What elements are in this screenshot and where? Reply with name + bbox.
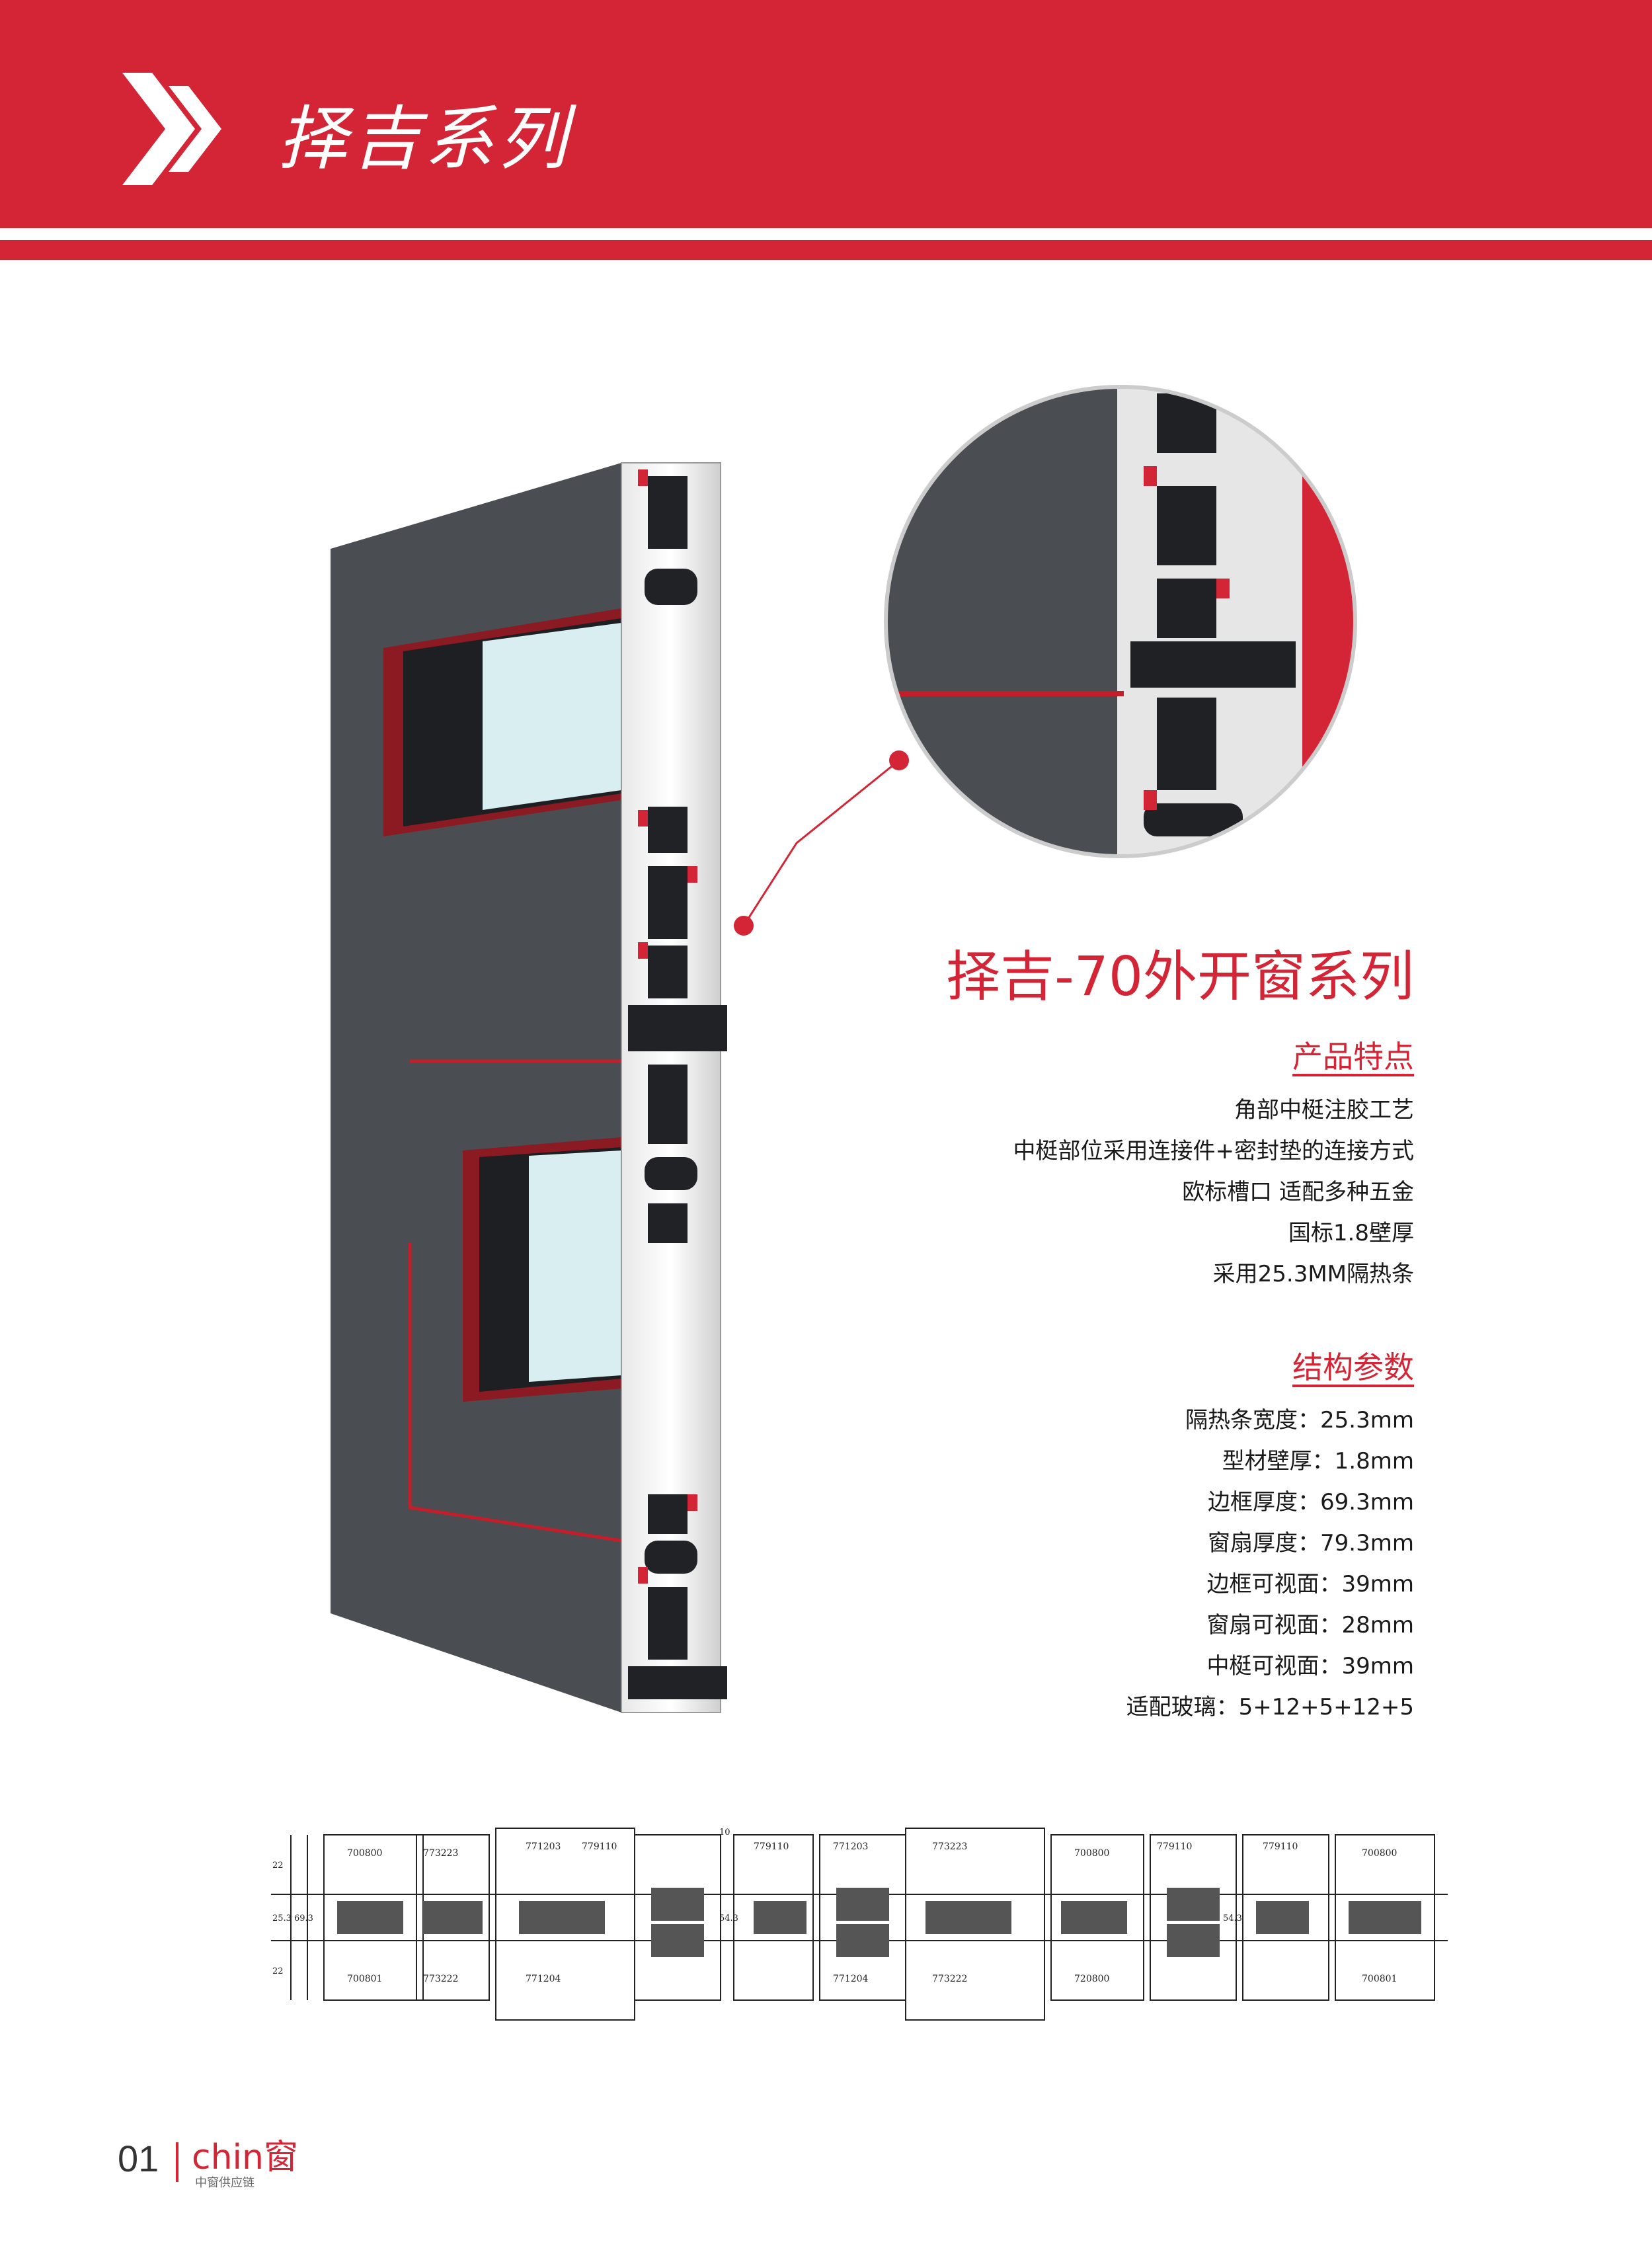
dimension-label: 22 [272,1966,284,1976]
features-list: 角部中梃注胶工艺 中梃部位采用连接件+密封垫的连接方式 欧标槽口 适配多种五金 … [1013,1090,1415,1295]
dimension-label: 22 [272,1861,284,1871]
part-code: 779110 [754,1841,789,1852]
part-code: 771204 [526,1974,561,1984]
part-code: 779110 [582,1841,617,1852]
parameter-item: 边框厚度：69.3mm [1208,1489,1414,1515]
dimension-label: 25.3 [272,1914,292,1923]
footer-separator [176,2142,178,2182]
part-code: 720800 [1074,1974,1109,1984]
part-code: 773223 [423,1848,458,1859]
part-code: 771203 [526,1841,561,1852]
parameter-item: 边框可视面：39mm [1206,1571,1414,1597]
header-lower-band [0,240,1652,260]
chinchuang-logo: chin窗 中窗供应链 [192,2138,298,2190]
part-code: 700800 [1362,1848,1397,1859]
header-band [0,0,1652,228]
header-divider-stripe [0,228,1652,240]
double-chevron-icon [122,73,221,185]
part-code: 771204 [833,1974,869,1984]
dimension-label: 69.3 [294,1914,313,1923]
part-code: 700800 [347,1848,382,1859]
product-title: 择吉-70外开窗系列 [946,946,1414,1008]
part-code: 771203 [833,1841,868,1852]
parameter-item: 适配玻璃：5+12+5+12+5 [1126,1694,1414,1720]
parameters-heading: 结构参数 [1292,1350,1414,1385]
parameter-item: 中梃可视面：39mm [1206,1653,1414,1679]
feature-item: 采用25.3MM隔热条 [1212,1261,1414,1287]
svg-text:chin窗: chin窗 [192,2138,298,2177]
dimension-label: 10 [719,1828,730,1837]
detail-zoom-circle [884,385,1357,858]
page-number: 01 [118,2138,159,2179]
dimension-label: 54.3 [719,1914,738,1923]
part-code: 779110 [1157,1841,1192,1852]
feature-item: 角部中梃注胶工艺 [1234,1097,1414,1123]
part-code: 779110 [1263,1841,1298,1852]
parameter-item: 型材壁厚：1.8mm [1222,1448,1414,1474]
window-section-render [331,462,727,1713]
feature-item: 国标1.8壁厚 [1288,1220,1414,1246]
dimension-label: 54.3 [1223,1914,1242,1923]
part-code: 700801 [347,1974,382,1984]
part-code: 773222 [932,1974,967,1984]
part-code: 773222 [423,1974,458,1984]
feature-item: 中梃部位采用连接件+密封垫的连接方式 [1013,1138,1415,1164]
profile-technical-drawing: 700800 773223 771203 779110 779110 77120… [271,1828,1448,2021]
feature-item: 欧标槽口 适配多种五金 [1182,1179,1414,1205]
part-code: 773223 [932,1841,967,1852]
parameter-item: 窗扇厚度：79.3mm [1208,1530,1414,1556]
features-heading: 产品特点 [1292,1039,1414,1074]
parameter-item: 窗扇可视面：28mm [1206,1612,1414,1638]
part-code: 700801 [1362,1974,1397,1984]
svg-text:中窗供应链: 中窗供应链 [195,2176,255,2190]
series-title: 择吉系列 [278,99,572,179]
part-code: 700800 [1074,1848,1109,1859]
parameter-item: 隔热条宽度：25.3mm [1185,1407,1414,1433]
parameters-list: 隔热条宽度：25.3mm 型材壁厚：1.8mm 边框厚度：69.3mm 窗扇厚度… [1126,1400,1414,1728]
